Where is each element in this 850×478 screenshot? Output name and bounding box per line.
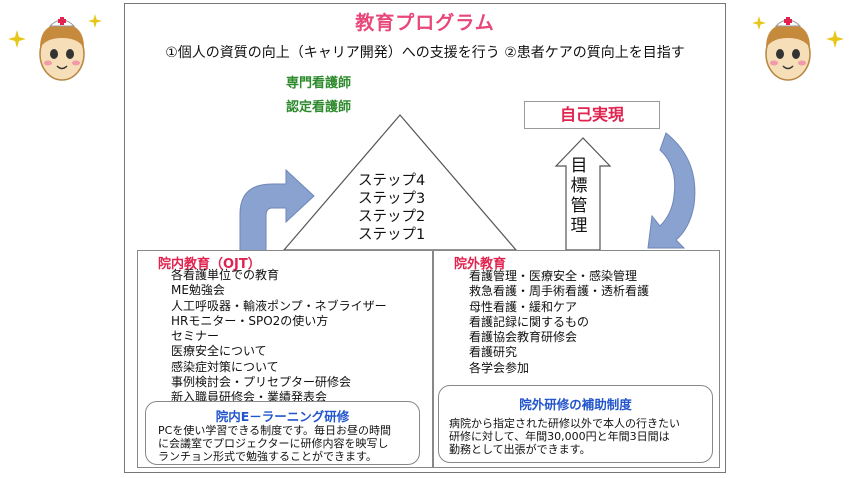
curved-arrow-icon — [239, 168, 315, 253]
subsidy-box: 院外研修の補助制度 病院から指定された研修以外で本人の行きたい 研修に対して、年… — [438, 385, 713, 463]
self-realization-box: 自己実現 — [524, 101, 660, 129]
nurse-mascot-icon — [39, 17, 85, 81]
subsidy-line: 病院から指定された研修以外で本人の行きたい — [449, 417, 680, 430]
steps-list: ステップ4 ステップ3 ステップ2 ステップ1 — [358, 172, 438, 244]
sparkle-icon — [8, 30, 26, 48]
cycle-arrow-icon — [647, 132, 696, 249]
subsidy-line: 勤務として出張ができます。 — [449, 443, 591, 456]
page-title: 教育プログラム — [355, 12, 495, 34]
list-item: 看護協会教育研修会 — [469, 330, 578, 345]
subsidy-heading: 院外研修の補助制度 — [519, 397, 632, 412]
elearning-line: PCを使い学習できる制度です。毎日お昼の時間 — [158, 424, 391, 437]
step-3: ステップ3 — [358, 191, 426, 207]
subsidy-description: 病院から指定された研修以外で本人の行きたい 研修に対して、年間30,000円と年… — [449, 417, 680, 456]
program-goals: ①個人の資質の向上（キャリア開発）への支援を行う ②患者ケアの質向上を目指す — [165, 45, 685, 61]
goal-management-char: 目 — [570, 156, 588, 176]
list-item: 人工呼吸器・輸液ポンプ・ネブライザー — [171, 298, 387, 313]
list-item: 各学会参加 — [469, 360, 530, 375]
list-item: 看護記録に関するもの — [469, 314, 590, 329]
external-education-heading: 院外教育 — [454, 257, 507, 272]
in-house-education-heading: 院内教育（OJT） — [158, 257, 261, 272]
list-item: HRモニター・SPO2の使い方 — [171, 313, 329, 328]
subsidy-line: 研修に対して、年間30,000円と年間3日間は — [449, 430, 670, 443]
list-item: 新入職員研修会・業績発表会 — [171, 390, 328, 405]
external-education-list: 看護管理・医療安全・感染管理 救急看護・周手術看護・透析看護 母性看護・緩和ケア… — [469, 269, 649, 376]
list-item: 事例検討会・プリセプター研修会 — [171, 375, 352, 390]
goal-management-text: 目標管理 — [568, 156, 590, 236]
elearning-description: PCを使い学習できる制度です。毎日お昼の時間 に会議室でプロジェクターに研修内容… — [158, 424, 391, 463]
specialist-certified-nurse: 専門看護師 — [286, 76, 352, 91]
step-1: ステップ1 — [358, 227, 426, 243]
list-item: 看護研究 — [469, 345, 518, 360]
in-house-education-list: 各看護単位での教育 ME勉強会 人工呼吸器・輸液ポンプ・ネブライザー HRモニタ… — [171, 268, 387, 406]
sparkle-icon — [752, 16, 766, 30]
list-item: 母性看護・緩和ケア — [469, 299, 578, 314]
list-item: 医療安全について — [171, 344, 267, 359]
nurse-mascot-icon — [765, 17, 811, 81]
list-item: 各看護単位での教育 — [171, 268, 280, 282]
list-item: 感染症対策について — [171, 359, 279, 374]
sparkle-icon — [88, 14, 102, 28]
goal-management-char: 理 — [570, 216, 588, 236]
goal-management-char: 管 — [570, 196, 588, 216]
list-item: ME勉強会 — [171, 283, 225, 298]
goal-management-char: 標 — [570, 176, 588, 196]
elearning-line: ランチョン形式で勉強することができます。 — [158, 450, 377, 463]
goal-management-label: 目標管理 — [568, 156, 590, 236]
step-4: ステップ4 — [358, 173, 426, 189]
elearning-line: に会議室でプロジェクターに研修内容を映写し — [158, 437, 389, 450]
list-item: 救急看護・周手術看護・透析看護 — [469, 284, 650, 299]
list-item: セミナー — [171, 329, 220, 344]
list-item: 看護管理・医療安全・感染管理 — [469, 269, 638, 283]
step-2: ステップ2 — [358, 209, 426, 225]
sparkle-icon — [826, 30, 844, 48]
specialist-certified-nurse-2: 認定看護師 — [286, 100, 352, 115]
elearning-heading: 院内E－ラーニング研修 — [215, 409, 350, 424]
elearning-box: 院内E－ラーニング研修 PCを使い学習できる制度です。毎日お昼の時間 に会議室で… — [145, 401, 420, 465]
